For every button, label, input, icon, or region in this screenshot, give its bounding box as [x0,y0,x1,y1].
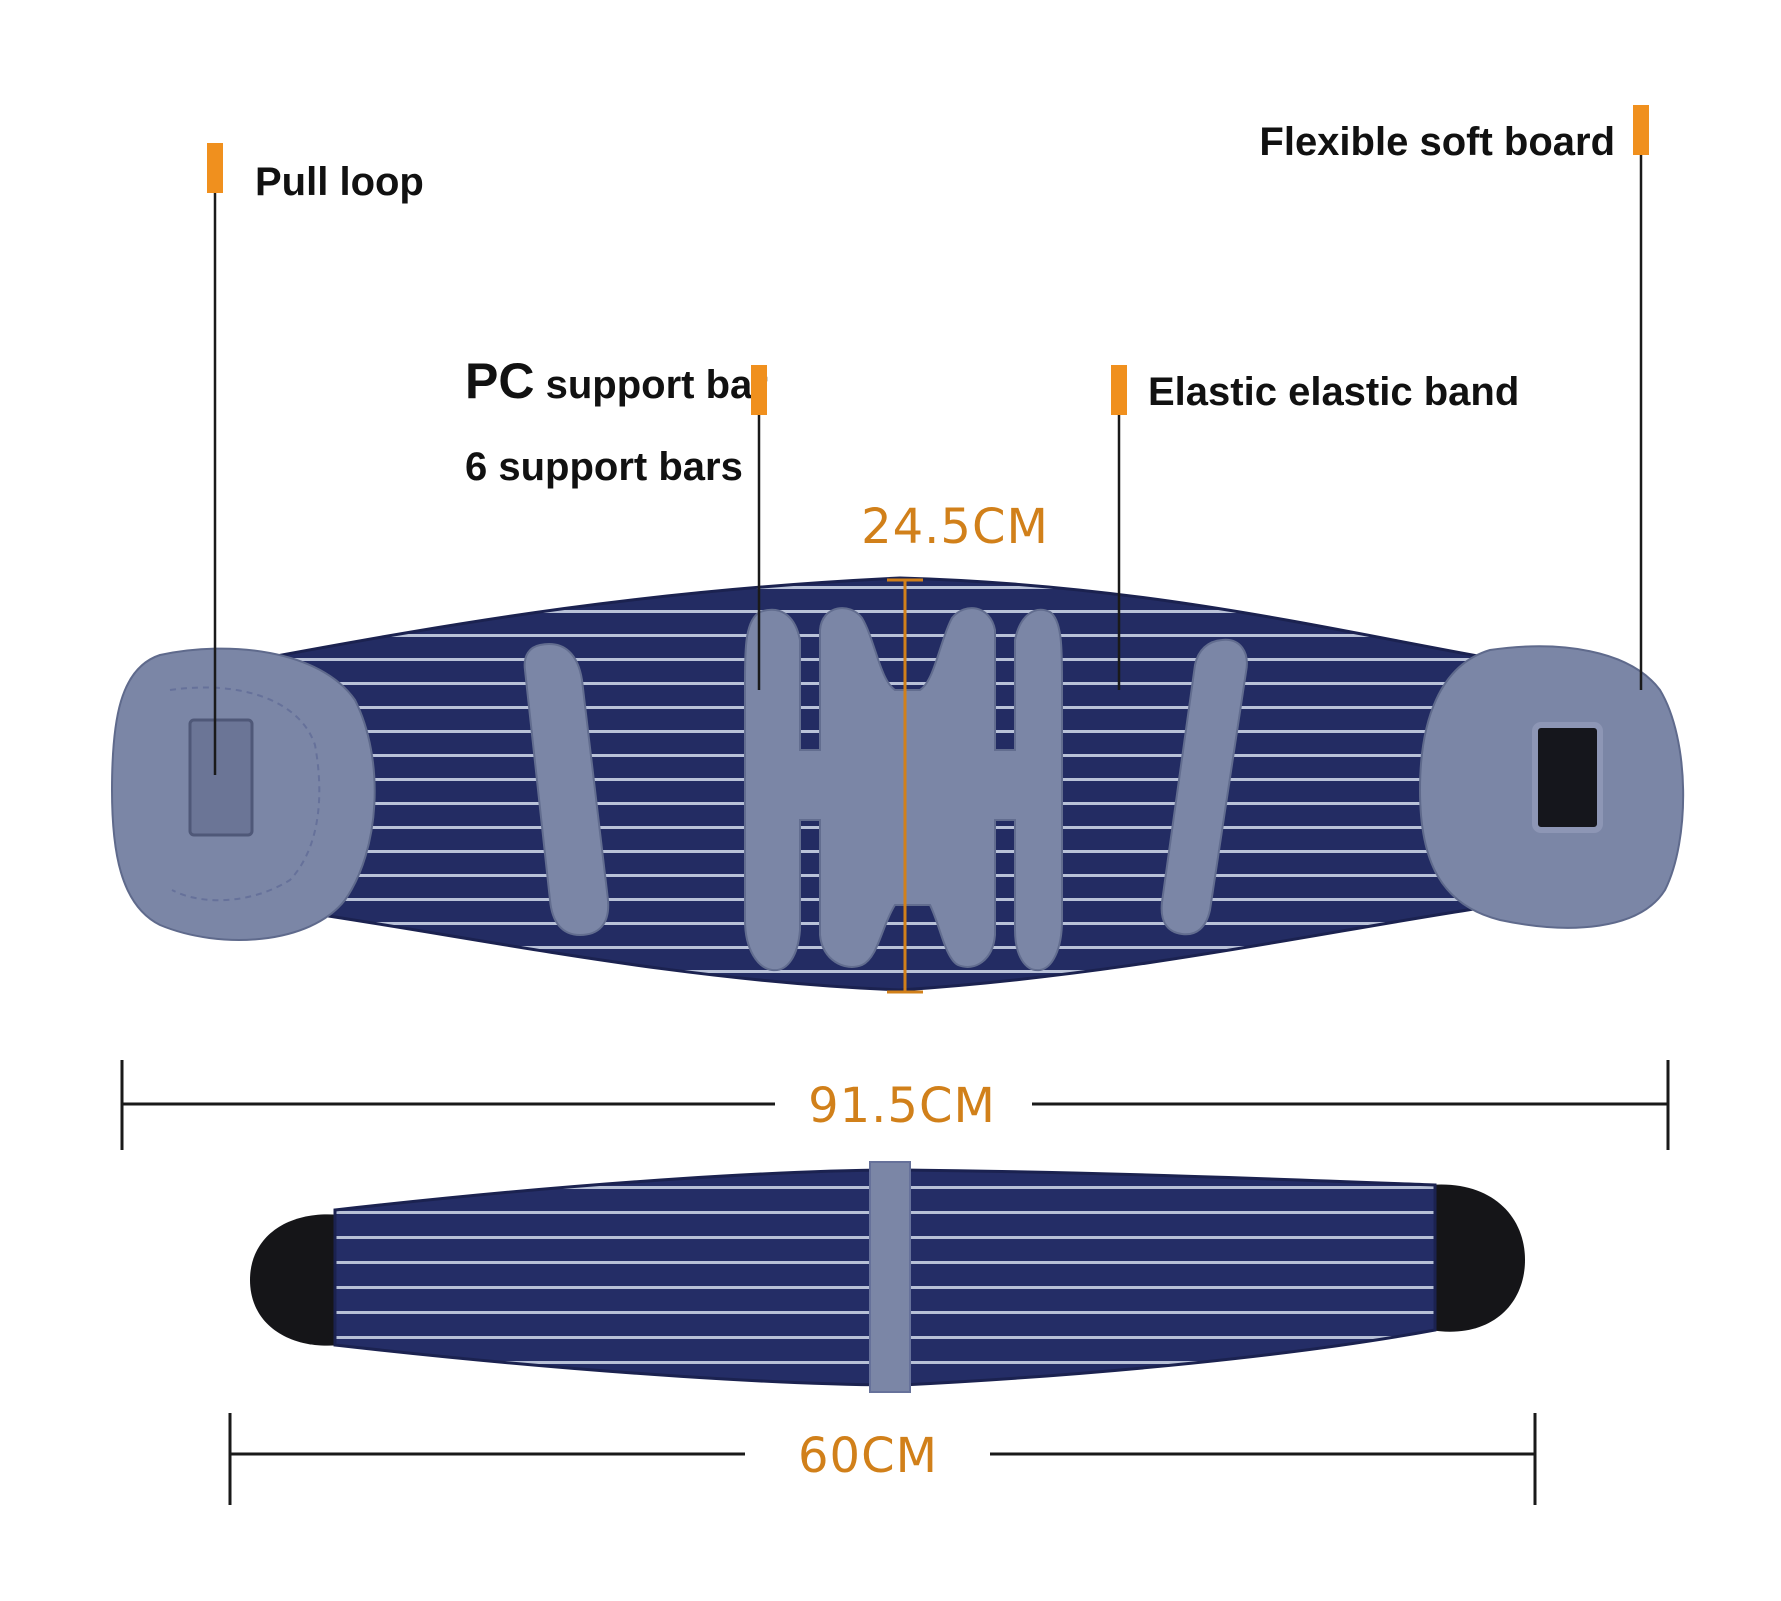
six-support-bars-label: 6 support bars [465,445,743,489]
lower-belt [250,1161,1525,1393]
right-end-cap [1430,1184,1525,1332]
pc-support-bar-label: PC support bar [465,353,768,409]
full-length-label: 91.5CM [808,1078,996,1134]
back-length-dimension: 60CM [228,1413,1537,1505]
callout-flexible-soft-board: Flexible soft board [1259,105,1649,690]
orange-marker-icon [1633,105,1649,155]
height-dimension-label: 24.5CM [861,499,1049,555]
elastic-band-label: Elastic elastic band [1148,370,1519,414]
callout-pull-loop: Pull loop [207,143,424,775]
upper-belt [110,576,1685,992]
pull-loop-tab [188,718,254,837]
left-pad-stitch [169,686,321,902]
center-back-strip [869,1161,911,1393]
pull-loop-label: Pull loop [255,160,424,204]
pc-support-bar-rest: support bar [534,363,767,407]
left-end-cap [250,1214,340,1346]
orange-marker-icon [751,365,767,415]
right-side-support-bar [1160,638,1248,936]
callout-elastic-band: Elastic elastic band [1111,365,1519,690]
back-length-label: 60CM [798,1428,938,1484]
pc-support-bar-prefix: PC [465,353,534,409]
height-dimension: 24.5CM [861,499,1049,994]
left-side-support-bar [523,643,610,937]
orange-marker-icon [207,143,223,193]
callout-pc-support-bar: PC support bar 6 support bars [465,353,768,690]
full-length-dimension: 91.5CM [120,1060,1670,1150]
orange-marker-icon [1111,365,1127,415]
right-buckle-window [1532,722,1603,833]
flexible-soft-board-label: Flexible soft board [1259,120,1615,164]
